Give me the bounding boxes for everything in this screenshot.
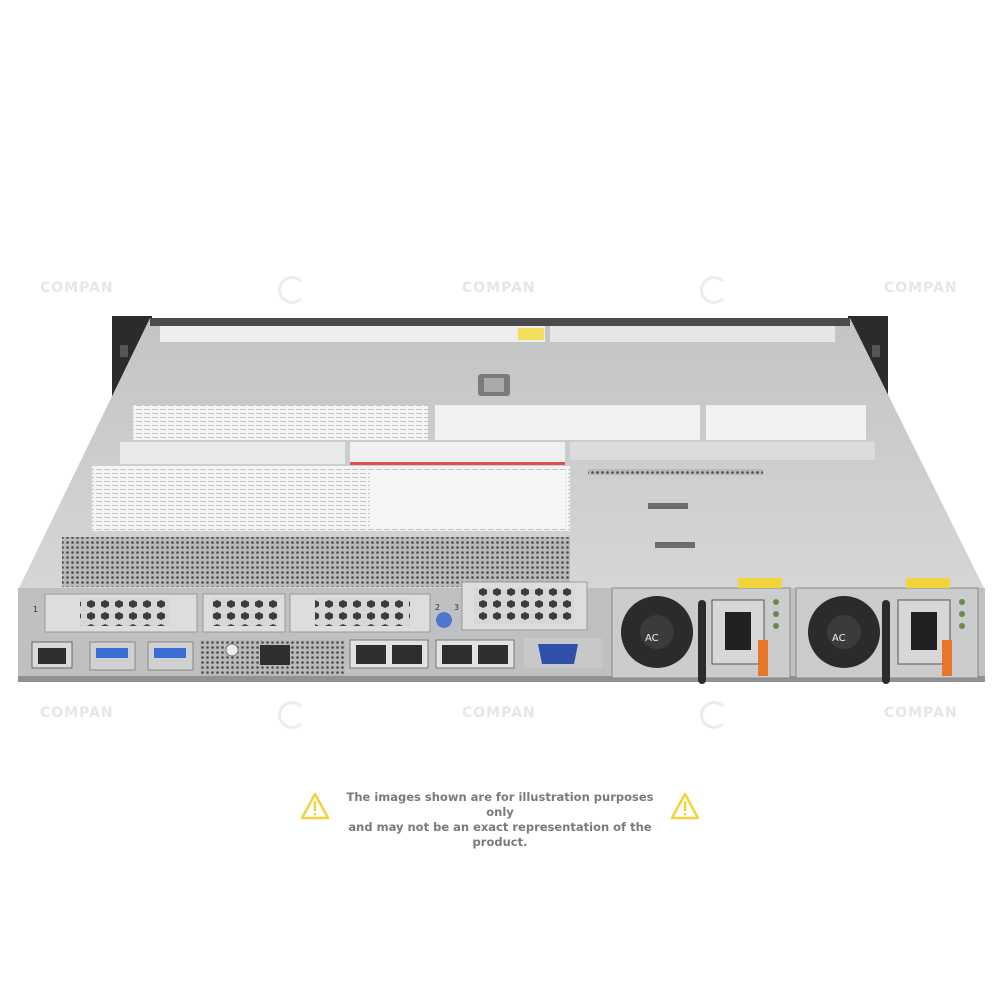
io-ports (31, 638, 602, 676)
watermark-logo-icon (278, 276, 306, 304)
bay-label-3: 3 (454, 603, 459, 612)
serial-port (260, 645, 290, 665)
power-supply-2: AC (795, 578, 979, 684)
psu-ac-label: AC (645, 633, 659, 644)
ethernet-ports-a (349, 639, 429, 669)
bay-label-1: 1 (33, 605, 38, 614)
watermark-text: COMPAN (884, 705, 958, 721)
pcie-bay-1: 1 (33, 593, 198, 633)
watermark-text: COMPAN (884, 280, 958, 296)
warning-icon (670, 792, 700, 820)
pcie-bay-3: 2 (289, 593, 440, 633)
watermark-text: COMPAN (40, 705, 114, 721)
watermark-logo-icon (700, 701, 728, 729)
warning-icon (300, 792, 330, 820)
watermark-logo-icon (700, 276, 728, 304)
watermark-text: COMPAN (40, 280, 114, 296)
ethernet-ports-b (435, 639, 515, 669)
watermark-text: COMPAN (462, 280, 536, 296)
usb-port (154, 648, 186, 658)
disclaimer-text: The images shown are for illustration pu… (336, 790, 664, 850)
watermark-logo-icon (278, 701, 306, 729)
psu-ac-label: AC (832, 633, 846, 644)
power-supply-1: AC (611, 578, 791, 684)
rear-panel: 1 2 3 (18, 578, 985, 684)
psu-release-latch (942, 640, 952, 676)
disclaimer-line-1: The images shown are for illustration pu… (346, 790, 654, 819)
watermark-text: COMPAN (462, 705, 536, 721)
bay-label-2: 2 (435, 603, 440, 612)
thumbscrew (436, 612, 452, 628)
usb-port (96, 648, 128, 658)
top-cover (18, 318, 985, 590)
vga-port (524, 638, 602, 668)
disclaimer-line-2: and may not be an exact representation o… (348, 820, 652, 849)
disclaimer-notice: The images shown are for illustration pu… (300, 790, 700, 849)
pcie-bay-2 (202, 593, 286, 633)
pcie-bay-4: 3 (454, 581, 588, 631)
psu-release-latch (758, 640, 768, 676)
